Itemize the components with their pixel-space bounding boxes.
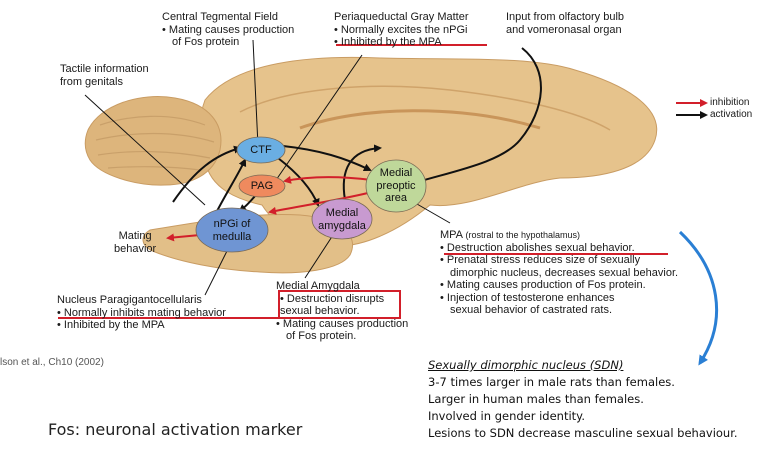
corpus-callosum [299, 109, 541, 130]
npgi-bullet-2-text: Inhibited by the MPA [63, 319, 165, 331]
pag-callout-bullet-2: • Inhibited by the MPA [334, 36, 442, 48]
amygdala-label-line-1: Medial [325, 207, 359, 219]
mpa-bullet-5: • Injection of testosterone enhances [440, 291, 615, 304]
legend-inhibition-label: inhibition [710, 97, 750, 108]
ctf-callout-bullet-1: • Mating causes production [162, 23, 295, 36]
olfactory-input-label: Input from olfactory bulb and vomeronasa… [506, 11, 624, 36]
ctf-to-preoptic-arrow [282, 145, 372, 172]
ctf-callout-bullet-2: of Fos protein [172, 36, 240, 48]
npgi-leader-line [204, 244, 231, 296]
legend: inhibition activation [710, 97, 752, 121]
npgi-callout: Nucleus Paragigantocellularis • Normally… [57, 294, 226, 332]
preoptic-to-npgi-arrow [268, 191, 373, 215]
npgi-bullet-1-text: Normally inhibits mating behavior [63, 306, 226, 319]
mating-line-2: behavior [114, 242, 157, 255]
mpa-callout: MPA (rostral to the hypothalamus) • Dest… [440, 229, 678, 317]
sdn-line-1: 3-7 times larger in male rats than femal… [428, 375, 675, 389]
mating-line-1: Mating [118, 230, 152, 242]
ctf-node [236, 136, 286, 164]
mpa-to-sdn-curved-arrow [678, 230, 719, 366]
tactile-input-label: Tactile information from genitals [60, 63, 149, 88]
amygdala-bullet-2: of Fos protein. [286, 330, 357, 342]
mpa-title-note: (rostral to the hypothalamus) [465, 230, 581, 240]
amygdala-callout-title: Medial Amygdala [276, 280, 360, 292]
tactile-line-2: from genitals [60, 75, 123, 88]
ctf-to-amygdala-arrow [277, 157, 320, 207]
sdn-title: Sexually dimorphic nucleus (SDN) [428, 358, 624, 372]
preoptic-node-label: Medial preoptic area [366, 167, 426, 205]
tactile-to-ctf-arrow [172, 145, 242, 203]
pag-callout: Periaqueductal Gray Matter • Normally ex… [334, 11, 469, 49]
pag-leader-line [273, 54, 363, 184]
pag-callout-bullet-1: • Normally excites the nPGi [334, 23, 468, 36]
amygdala-boxed-line-1: • Destruction disrupts [280, 292, 385, 305]
cortex-inner-outline [239, 85, 611, 131]
preoptic-label-line-1: Medial [379, 167, 413, 179]
inhibition-arrows [166, 99, 708, 242]
sdn-line-2: Larger in human males than females. [428, 392, 644, 406]
pag-bullet-1-text: Normally excites the nPGi [340, 23, 468, 36]
ctf-callout: Central Tegmental Field • Mating causes … [162, 11, 294, 49]
mpa-title: MPA [440, 229, 463, 241]
amygdala-boxed-text-1: Destruction disrupts [286, 292, 385, 305]
amygdala-label-line-2: amygdala [318, 219, 366, 232]
mpa-callout-title: MPA (rostral to the hypothalamus) [440, 229, 678, 242]
preoptic-to-pag-arrow [283, 175, 373, 184]
pag-node-label: PAG [250, 180, 274, 192]
npgi-callout-bullet-1: • Normally inhibits mating behavior [57, 306, 226, 319]
mpa-bullet-6: sexual behavior of castrated rats. [450, 304, 613, 316]
preoptic-label-line-2: preoptic [376, 179, 416, 192]
npgi-label-line-1: nPGi of [213, 218, 251, 230]
fos-note: Fos: neuronal activation marker [48, 420, 303, 439]
citation: lson et al., Ch10 (2002) [0, 357, 104, 368]
mating-behavior-label: Mating behavior [114, 230, 156, 255]
ctf-leader-line [252, 39, 259, 147]
npgi-callout-title: Nucleus Paragigantocellularis [57, 294, 202, 306]
cerebellum-folds [95, 115, 215, 171]
npgi-callout-bullet-2: • Inhibited by the MPA [57, 319, 165, 331]
npgi-node [195, 207, 269, 253]
mpa-bullet-1-text: Destruction abolishes sexual behavior. [446, 241, 635, 254]
amygdala-node-label: Medial amygdala [312, 207, 372, 232]
mpa-bullet-2: • Prenatal stress reduces size of sexual… [440, 254, 641, 266]
amygdala-bullet-1: • Mating causes production [276, 317, 409, 330]
cerebellum-shape [84, 96, 222, 186]
pag-node [238, 174, 286, 198]
pag-bullet-2-text: Inhibited by the MPA [340, 36, 442, 48]
highlight-marks [58, 44, 668, 319]
npgi-node-label: nPGi of medulla [202, 218, 262, 243]
mpa-bullet-4: • Mating causes production of Fos protei… [440, 279, 646, 291]
callout-lines [84, 39, 451, 296]
olfactory-line-2: and vomeronasal organ [506, 23, 622, 36]
amygdala-to-preoptic-arrow [342, 144, 382, 201]
amygdala-boxed-line-2: sexual behavior. [280, 305, 360, 317]
mpa-bullet-3: dimorphic nucleus, decreases sexual beha… [450, 266, 679, 279]
amygdala-leader-line [304, 231, 336, 279]
legend-activation-label: activation [710, 109, 753, 120]
preoptic-node [365, 159, 427, 213]
olfactory-line-1: Input from olfactory bulb [506, 11, 625, 23]
ctf-node-label: CTF [250, 144, 272, 156]
npgi-label-line-2: medulla [212, 230, 252, 243]
sdn-line-4: Lesions to SDN decrease masculine sexual… [428, 426, 738, 440]
mpa-bullet-1: • Destruction abolishes sexual behavior. [440, 241, 635, 254]
amygdala-callout: Medial Amygdala • Destruction disrupts s… [276, 280, 408, 343]
ctf-callout-title: Central Tegmental Field [162, 11, 278, 23]
tactile-line-1: Tactile information [60, 63, 149, 75]
preoptic-label-line-3: area [384, 192, 408, 204]
sdn-line-3: Involved in gender identity. [428, 409, 586, 423]
pag-callout-title: Periaqueductal Gray Matter [334, 11, 469, 23]
amygdala-node [311, 198, 373, 240]
sdn-block: Sexually dimorphic nucleus (SDN) 3-7 tim… [428, 357, 738, 442]
amygdala-highlight-box [278, 290, 401, 319]
region-nodes [195, 136, 427, 253]
